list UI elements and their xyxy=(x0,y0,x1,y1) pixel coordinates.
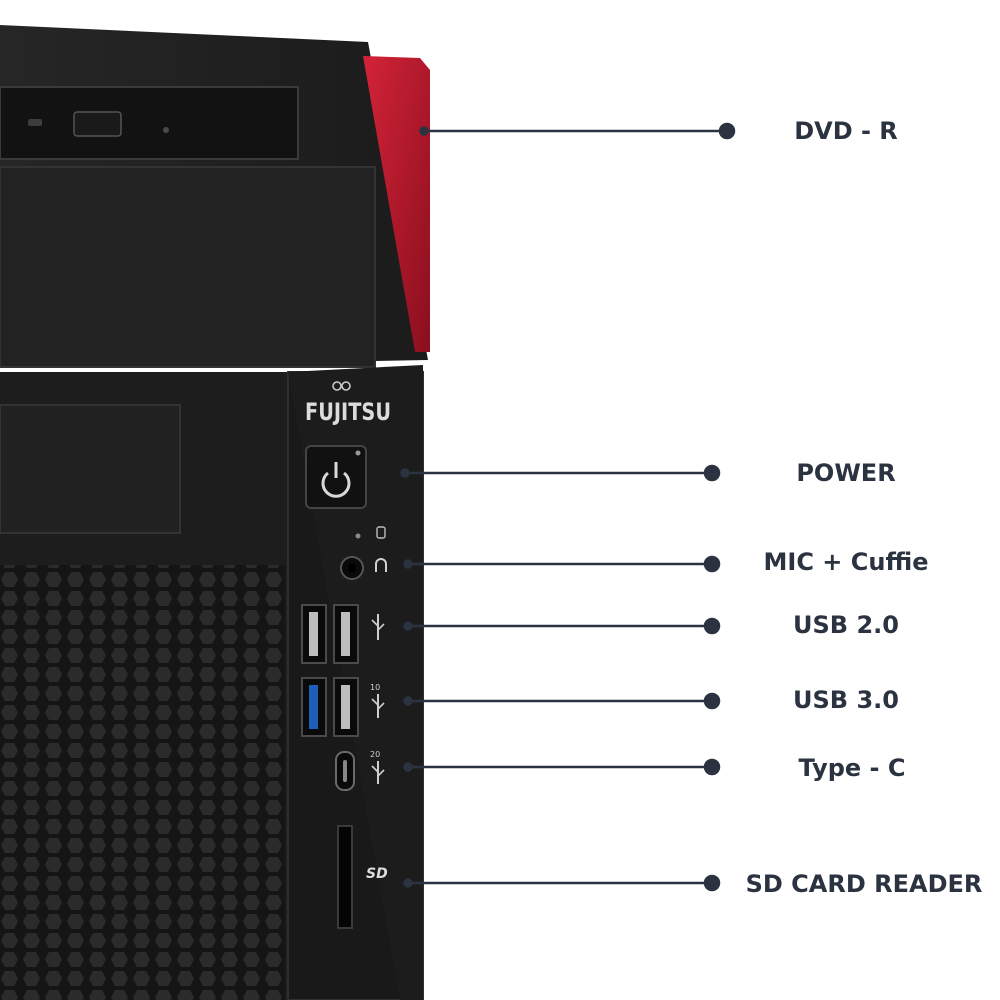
callout-lines xyxy=(400,122,736,892)
hdd-activity-icon xyxy=(376,526,386,539)
callout-line-power xyxy=(400,464,721,482)
usb-icon xyxy=(371,761,385,784)
power-icon xyxy=(321,462,351,498)
callout-line-mic xyxy=(403,555,721,573)
callout-label-power: POWER xyxy=(796,459,896,487)
dvd-emergency-eject xyxy=(163,127,169,133)
audio-jack[interactable] xyxy=(340,556,364,580)
headphone-icon xyxy=(375,558,387,572)
typec-speed-mark: 20 xyxy=(370,750,380,759)
callout-line-usb3 xyxy=(403,692,721,710)
callout-line-sd xyxy=(403,874,721,892)
dvd-eject-button xyxy=(73,111,122,137)
usb3-speed-mark: 10 xyxy=(370,683,380,692)
dvd-drive-led xyxy=(28,119,42,126)
callout-line-typec xyxy=(403,758,721,776)
fujitsu-logo: FUJITSU xyxy=(305,398,391,426)
usb-type-c-port[interactable] xyxy=(335,751,355,791)
power-button[interactable] xyxy=(305,445,367,509)
callout-line-usb2 xyxy=(403,617,721,635)
callout-label-usb2: USB 2.0 xyxy=(793,611,899,639)
usb-icon xyxy=(371,614,385,640)
usb3-ports[interactable] xyxy=(301,677,359,737)
secondary-bay-cover xyxy=(0,404,181,534)
usb2-ports[interactable] xyxy=(301,604,359,664)
sd-card-slot[interactable] xyxy=(337,825,353,929)
power-led xyxy=(355,450,361,456)
fujitsu-infinity-mark xyxy=(332,381,351,391)
front-io-panel: FUJITSU xyxy=(287,365,424,1000)
callout-label-typec: Type - C xyxy=(798,754,906,782)
callout-line-dvd xyxy=(419,122,736,140)
sd-card-icon: SD xyxy=(366,866,388,882)
dvd-drive xyxy=(0,86,299,160)
callout-label-usb3: USB 3.0 xyxy=(793,686,899,714)
callout-label-dvd: DVD - R xyxy=(794,117,898,145)
usb-icon xyxy=(371,694,385,718)
red-accent-panel xyxy=(363,56,430,352)
callout-label-sd: SD CARD READER xyxy=(745,870,983,898)
drive-bay-cover xyxy=(0,166,376,368)
hdd-activity-led xyxy=(355,533,361,539)
hexagonal-mesh-grille xyxy=(0,565,285,1000)
callout-label-mic: MIC + Cuffie xyxy=(763,548,929,576)
